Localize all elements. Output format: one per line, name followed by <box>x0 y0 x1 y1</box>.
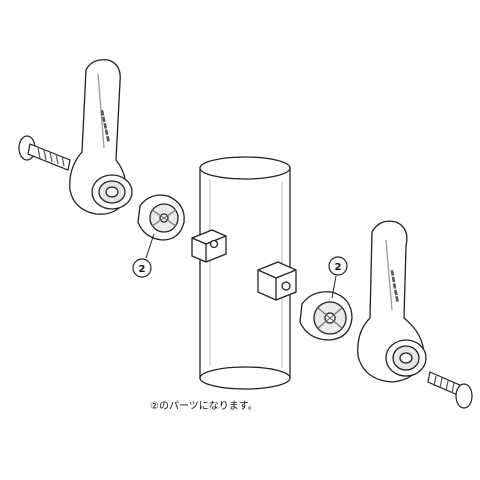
callout-right-label: 2 <box>335 262 342 273</box>
right-mounting-bolt <box>427 371 473 409</box>
left-part-2-adapter <box>137 194 185 241</box>
callout-right: 2 <box>328 256 348 299</box>
callout-left: 2 <box>132 233 155 278</box>
right-clamp-nut <box>257 261 297 301</box>
left-shift-lever: ▬▬▬▬▬ <box>69 59 133 215</box>
left-mounting-bolt <box>18 135 71 171</box>
diagram-caption: ②のパーツになります。 <box>150 401 258 412</box>
right-shift-lever: ▬▬▬▬▬ <box>357 220 427 383</box>
callout-left-label: 2 <box>139 264 146 275</box>
right-part-2-adapter <box>299 291 353 341</box>
left-clamp-nut <box>191 229 227 263</box>
